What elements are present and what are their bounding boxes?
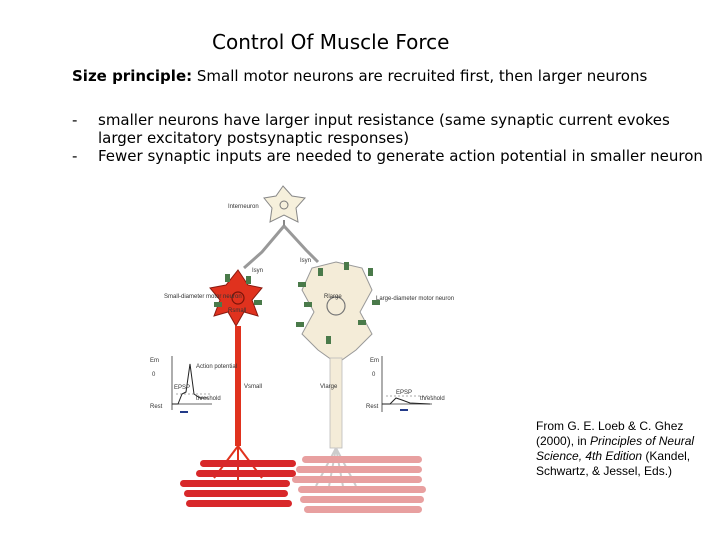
epsp-left: EPSP <box>174 385 190 391</box>
bullet-item: - Fewer synaptic inputs are needed to ge… <box>72 147 712 165</box>
synapse-bouton <box>372 300 380 305</box>
v-large-label: Vlarge <box>320 384 338 390</box>
synapse-bouton <box>318 268 323 276</box>
synapse-bouton <box>304 302 312 307</box>
zero-right: 0 <box>372 372 376 378</box>
synapse-bouton <box>246 276 251 284</box>
epsp-right: EPSP <box>396 390 412 396</box>
threshold-right: threshold <box>420 396 445 402</box>
synapse-bouton <box>358 320 366 325</box>
i-syn-left: Isyn <box>252 268 263 274</box>
bullet-dash: - <box>72 111 78 129</box>
citation-line1: From G. E. Loeb & C. Ghez (2000), in <box>536 419 684 448</box>
citation-book-title: Principles of Neural Science, 4th Editio… <box>536 434 695 463</box>
bullet-text: smaller neurons have larger input resist… <box>98 111 670 147</box>
synapse-bouton <box>298 282 306 287</box>
synapse-bouton <box>296 322 304 327</box>
synapse-bouton <box>368 268 373 276</box>
rest-left: Rest <box>150 404 163 410</box>
bullet-text: Fewer synaptic inputs are needed to gene… <box>98 147 703 165</box>
synapse-bouton <box>225 274 230 282</box>
principle-text: Small motor neurons are recruited first,… <box>196 67 648 85</box>
size-principle: Size principle: Small motor neurons are … <box>72 67 647 85</box>
r-large-label: Rlarge <box>324 294 342 300</box>
synapse-bouton <box>214 302 222 307</box>
synapse-bouton <box>344 262 349 270</box>
motor-neuron-figure: Interneuron Small-diameter motor neuron … <box>150 185 454 513</box>
principle-label: Size principle: <box>72 67 193 85</box>
synapse-bouton <box>254 300 262 305</box>
bullet-list: - smaller neurons have larger input resi… <box>72 111 712 165</box>
zero-left: 0 <box>152 372 156 378</box>
bullet-item: - smaller neurons have larger input resi… <box>72 111 712 147</box>
small-motor-neuron: Small-diameter motor neuron Rsmall Isyn … <box>164 268 263 484</box>
small-neuron-label: Small-diameter motor neuron <box>164 294 242 300</box>
interneuron-label: Interneuron <box>228 204 259 210</box>
bullet-dash: - <box>72 147 78 165</box>
threshold-left: threshold <box>196 396 221 402</box>
synapse-bouton <box>326 336 331 344</box>
citation-editors: (Kandel, Schwartz, & Jessel, Eds.) <box>536 449 691 478</box>
r-small-label: Rsmall <box>228 308 246 314</box>
i-syn-right: Isyn <box>300 258 311 264</box>
large-neuron-label: Large-diameter motor neuron <box>376 296 454 302</box>
interneuron: Interneuron <box>228 185 320 270</box>
action-potential-label: Action potential <box>196 364 237 370</box>
muscle-fibers <box>180 456 426 513</box>
large-motor-neuron: Large-diameter motor neuron Rlarge Isyn … <box>296 258 454 493</box>
right-recording: Em 0 Rest EPSP threshold <box>366 356 445 412</box>
rest-right: Rest <box>366 404 379 410</box>
em-left: Em <box>150 358 159 364</box>
em-right: Em <box>370 358 379 364</box>
slide-title: Control Of Muscle Force <box>212 30 450 54</box>
left-recording: Em 0 Rest EPSP Action potential threshol… <box>150 356 237 413</box>
v-small-label: Vsmall <box>244 384 262 390</box>
citation: From G. E. Loeb & C. Ghez (2000), in Pri… <box>536 419 711 479</box>
